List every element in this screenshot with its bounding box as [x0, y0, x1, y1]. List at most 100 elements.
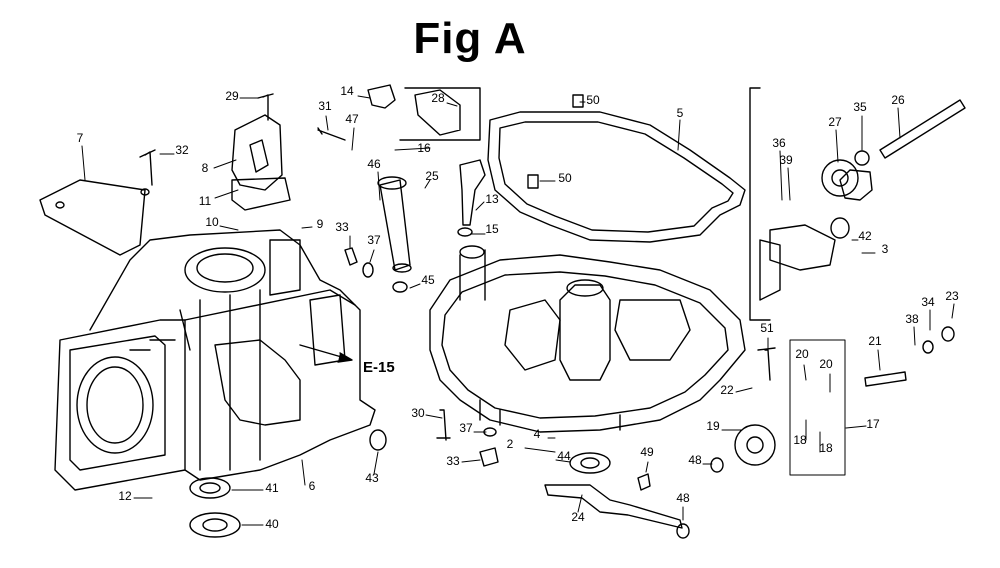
bracket-plate: [39, 179, 150, 256]
oil-pump-rotor: [734, 424, 776, 466]
callout-number: 13: [485, 192, 499, 206]
leader-line: [779, 150, 783, 201]
callout-number: 25: [425, 169, 439, 183]
callout-number: 17: [866, 417, 880, 431]
gear-shaft-assembly: [759, 99, 966, 301]
breather-cover: [231, 114, 291, 211]
leader-line: [377, 171, 381, 201]
oil-pump-box: [789, 339, 846, 476]
leader-line: [835, 129, 839, 163]
leader-line: [645, 461, 649, 473]
leader-line: [555, 459, 571, 463]
callout-number: 33: [335, 220, 349, 234]
callout-number: 20: [795, 347, 809, 361]
callout-number: 37: [459, 421, 473, 435]
leader-line: [409, 283, 421, 289]
callout-number: 33: [446, 454, 460, 468]
leader-line: [803, 364, 807, 381]
callout-number: 42: [858, 229, 872, 243]
callout-number: 36: [772, 136, 786, 150]
leader-line: [897, 107, 901, 139]
callout-number: 4: [534, 427, 541, 441]
leader-line: [325, 115, 329, 131]
callout-number: 41: [265, 481, 279, 495]
callout-number: 12: [118, 489, 132, 503]
leader-line: [677, 119, 681, 151]
leader-line: [301, 459, 306, 486]
leader-line: [446, 102, 458, 107]
callout-number: 3: [882, 242, 889, 256]
callout-number: 24: [571, 510, 585, 524]
leader-line: [913, 326, 916, 346]
leader-line: [845, 425, 867, 429]
callout-number: 28: [431, 91, 445, 105]
callout-number: 2: [507, 437, 514, 451]
callout-number: 9: [317, 217, 324, 231]
callout-number: 32: [175, 143, 189, 157]
callout-number: 44: [557, 449, 571, 463]
callout-number: 22: [720, 383, 734, 397]
callout-number: 49: [640, 445, 654, 459]
cylinder-block: [54, 229, 376, 491]
leader-line: [373, 451, 379, 475]
callout-number: 11: [199, 194, 212, 208]
callout-number: 29: [225, 89, 239, 103]
callout-number: 37: [367, 233, 381, 247]
bolts: [139, 93, 776, 491]
leader-lines: [81, 95, 955, 526]
callout-number: 5: [677, 106, 684, 120]
drain-plug: [459, 159, 486, 226]
callout-number: 45: [421, 273, 435, 287]
callout-number: 15: [485, 222, 499, 236]
callout-number: 34: [921, 295, 935, 309]
oil-filler-cap: [367, 84, 396, 109]
callout-number: 7: [77, 131, 84, 145]
callout-number: 48: [688, 453, 702, 467]
callout-number: 6: [309, 479, 316, 493]
leader-line: [475, 201, 485, 211]
callout-number: 10: [205, 215, 219, 229]
leader-line: [577, 494, 583, 513]
leader-line: [424, 179, 431, 189]
leader-line: [214, 189, 239, 199]
governor-shaft: [864, 371, 907, 387]
reference-arrowhead: [337, 352, 353, 363]
callout-number: 26: [891, 93, 905, 107]
callout-number: 38: [905, 312, 919, 326]
leader-line: [394, 147, 431, 151]
callout-number: 16: [417, 141, 431, 155]
callout-number: 47: [345, 112, 359, 126]
callout-number: 35: [853, 100, 867, 114]
callout-number: 23: [945, 289, 959, 303]
bearings-and-seals: [189, 227, 955, 539]
callout-number: 48: [676, 491, 690, 505]
bracket-28: [414, 89, 461, 136]
reference-arrow: [299, 344, 346, 359]
oil-pipe: [544, 484, 683, 529]
reference-label: E-15: [363, 359, 395, 376]
inset-frame-top: [399, 87, 481, 141]
callout-numbers: 2345678910111213141516171818192020212223…: [77, 84, 959, 531]
callout-number: 21: [868, 334, 882, 348]
callout-number: 18: [793, 433, 807, 447]
callout-number: 50: [558, 171, 572, 185]
leader-line: [81, 145, 86, 181]
leader-line: [735, 387, 753, 393]
callout-number: 50: [586, 93, 600, 107]
callout-number: 8: [202, 161, 209, 175]
figure-title: Fig A: [413, 14, 527, 63]
leader-line: [219, 225, 239, 231]
callout-number: 46: [367, 157, 381, 171]
leader-line: [213, 159, 237, 169]
callout-number: 20: [819, 357, 833, 371]
leader-line: [301, 226, 313, 229]
leader-line: [369, 249, 375, 263]
inset-frame-gearcase: [749, 87, 771, 321]
leader-line: [357, 95, 371, 99]
leader-line: [877, 349, 881, 371]
crankcase-cover: [429, 245, 746, 433]
leader-line: [951, 303, 955, 319]
callout-number: 39: [779, 153, 793, 167]
leader-line: [351, 127, 355, 151]
